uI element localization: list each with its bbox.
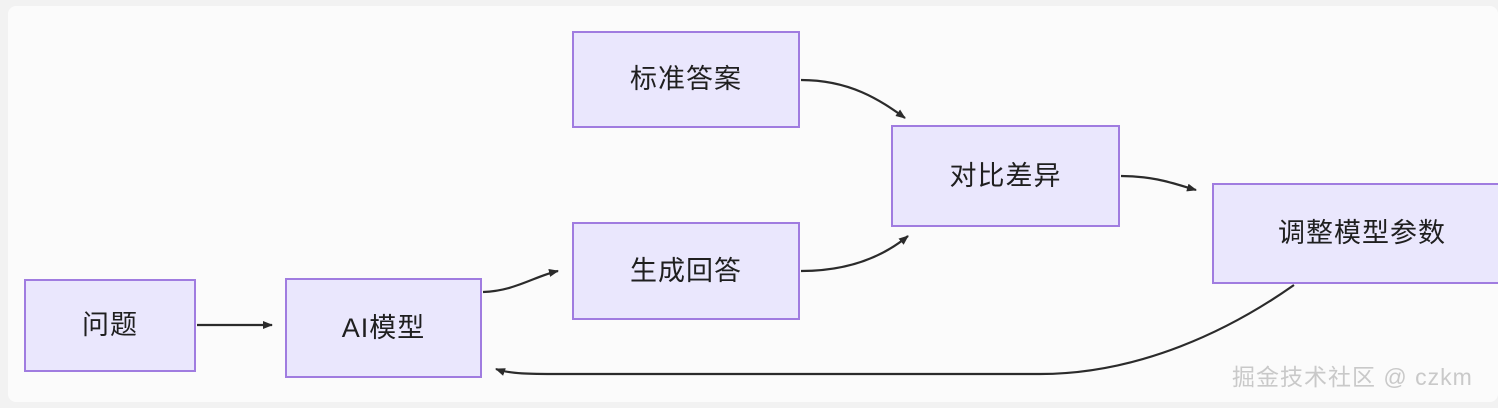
- node-ai-model-label: AI模型: [341, 312, 426, 343]
- node-generate-answer[interactable]: 生成回答: [572, 222, 800, 320]
- node-ai-model[interactable]: AI模型: [285, 278, 482, 378]
- node-standard-answer[interactable]: 标准答案: [572, 31, 800, 128]
- node-standard-answer-label: 标准答案: [630, 64, 742, 94]
- node-adjust-params-label: 调整模型参数: [1278, 218, 1446, 248]
- node-question-label: 问题: [82, 310, 138, 340]
- node-generate-answer-label: 生成回答: [630, 255, 742, 286]
- watermark-text: 掘金技术社区 @ czkm: [1232, 364, 1473, 390]
- node-question[interactable]: 问题: [24, 279, 196, 372]
- node-compare-diff-label: 对比差异: [949, 160, 1062, 191]
- node-adjust-params[interactable]: 调整模型参数: [1212, 183, 1498, 284]
- node-compare-diff[interactable]: 对比差异: [891, 125, 1120, 227]
